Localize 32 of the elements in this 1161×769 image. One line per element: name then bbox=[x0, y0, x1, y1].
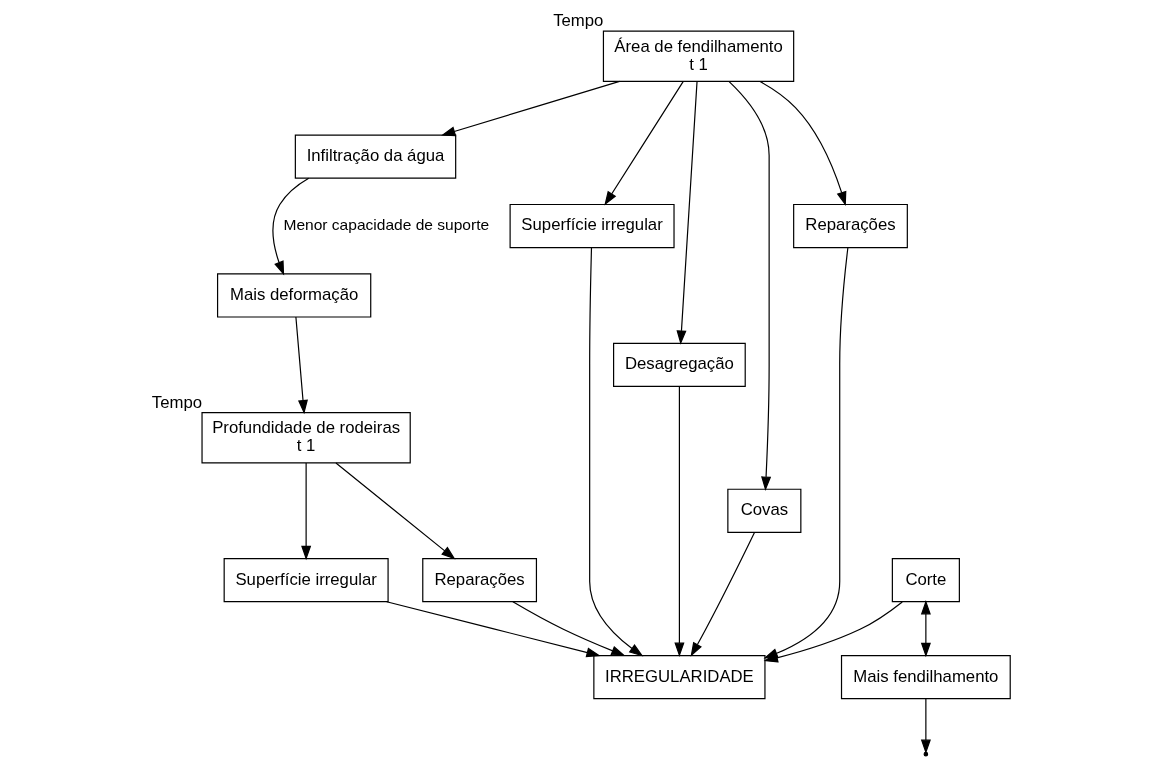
arrow bbox=[727, 80, 771, 491]
node-label: Tempo bbox=[151, 393, 202, 413]
node-box: Reparações bbox=[421, 558, 537, 603]
arrow bbox=[920, 600, 931, 658]
arrow bbox=[294, 316, 308, 415]
node-box: Corte bbox=[891, 558, 960, 603]
node-box: Superfície irregular bbox=[509, 203, 675, 249]
node-label: Tempo bbox=[552, 11, 603, 31]
node-box: Profundidade de rodeiras t 1 bbox=[200, 412, 411, 464]
arrow bbox=[271, 177, 309, 276]
node-box: Reparações bbox=[792, 203, 908, 249]
arrow bbox=[440, 80, 620, 137]
node-box: Mais fendilhamento bbox=[840, 654, 1011, 700]
arrow bbox=[675, 80, 698, 345]
arrow bbox=[588, 247, 643, 657]
arrow bbox=[603, 80, 684, 206]
node-box: Superfície irregular bbox=[223, 558, 389, 603]
arrow bbox=[690, 531, 755, 657]
node-box: Infiltração da água bbox=[294, 134, 456, 179]
arrow bbox=[920, 698, 931, 754]
arrow bbox=[511, 601, 625, 656]
node-box: IRREGULARIDADE bbox=[592, 654, 766, 700]
arrow bbox=[334, 462, 456, 560]
edge-label: Menor capacidade de suporte bbox=[282, 216, 489, 234]
node-box: Mais deformação bbox=[216, 273, 371, 318]
node-box: Desagregação bbox=[612, 342, 746, 387]
node-box: Área de fendilhamento t 1 bbox=[602, 30, 794, 82]
arrow bbox=[385, 601, 601, 658]
arrow bbox=[300, 462, 311, 561]
node-box: Covas bbox=[726, 488, 801, 533]
arrow bbox=[759, 80, 846, 206]
arrow bbox=[673, 386, 684, 657]
